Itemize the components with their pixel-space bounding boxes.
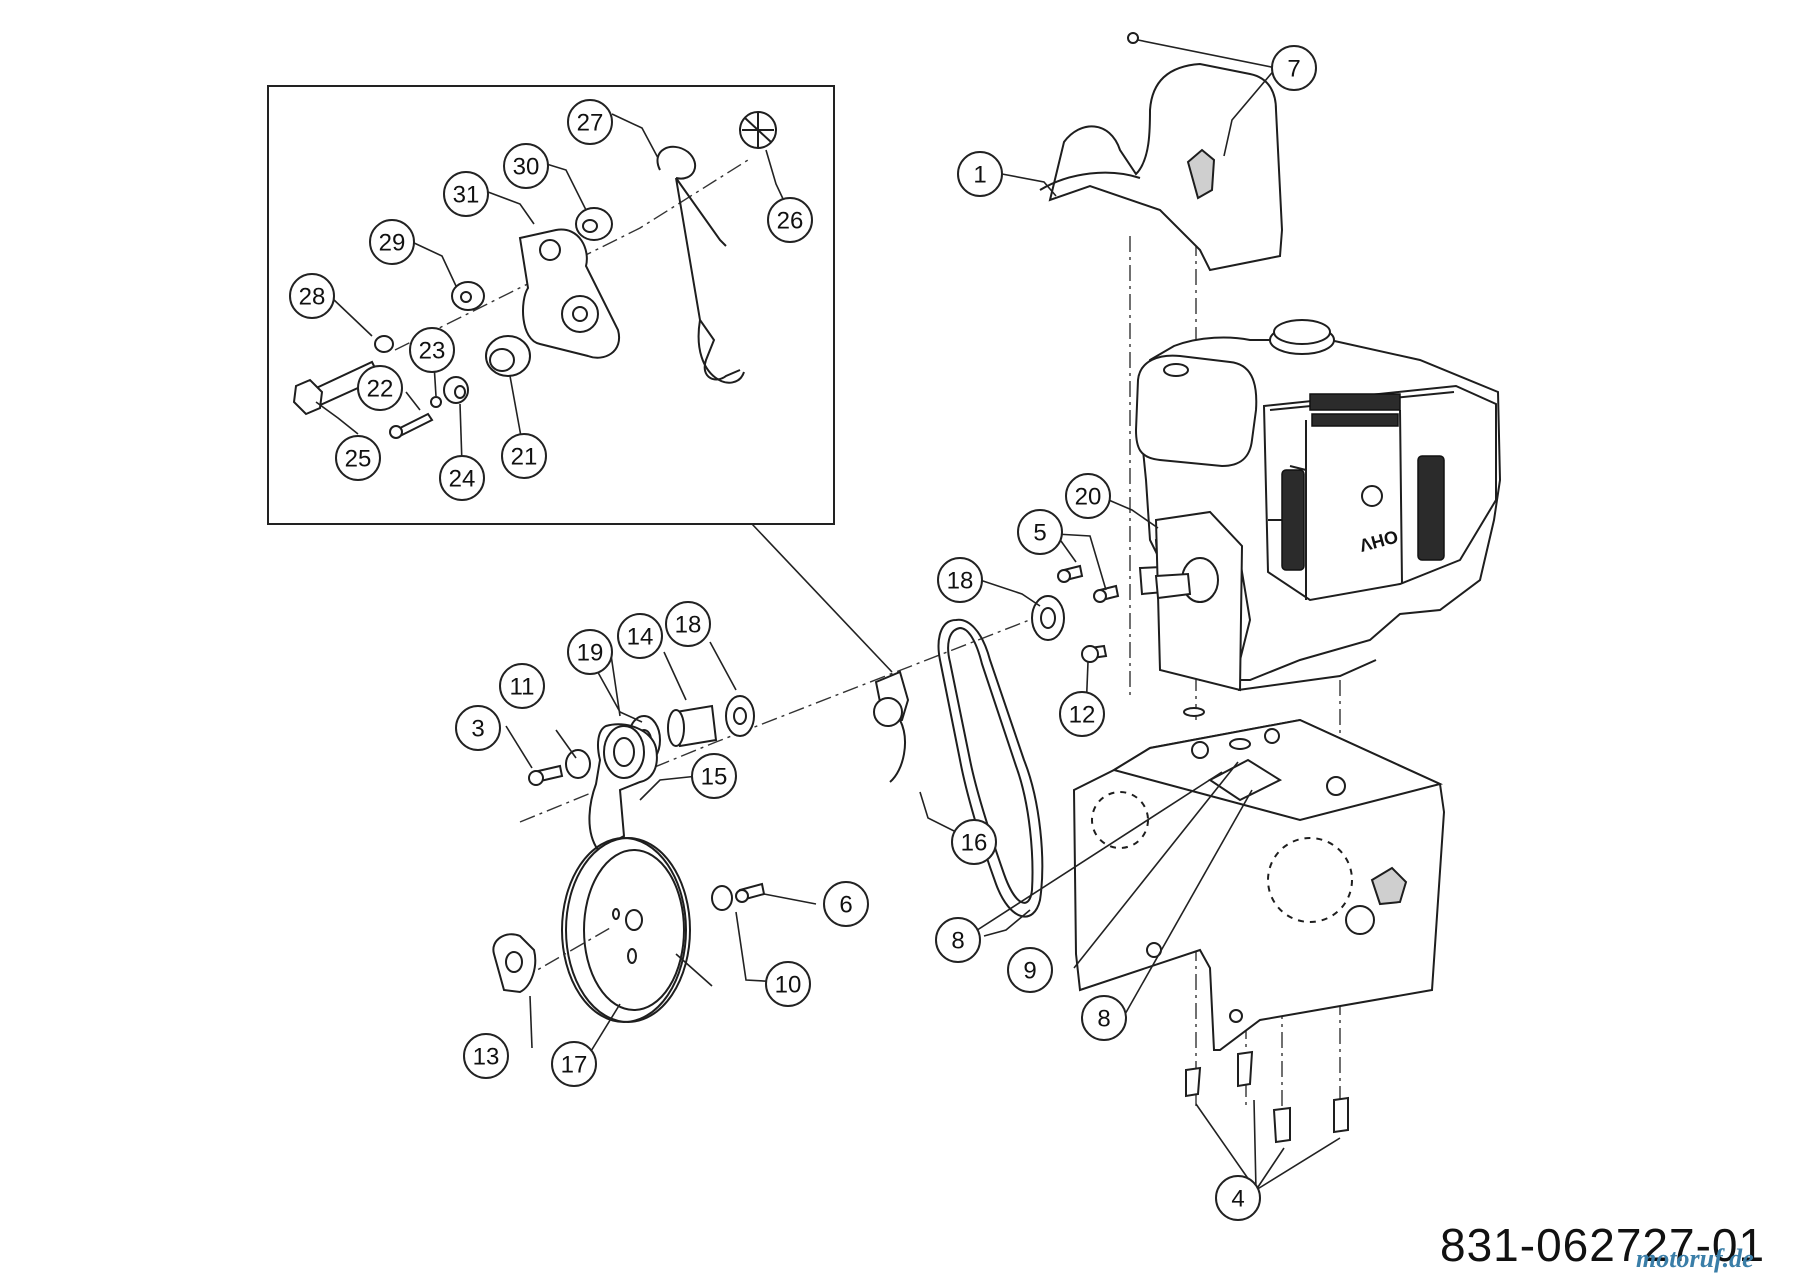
- callout-21: 21: [501, 433, 547, 479]
- callout-23: 23: [409, 327, 455, 373]
- svg-text:29: 29: [379, 230, 406, 257]
- svg-text:13: 13: [473, 1044, 500, 1071]
- svg-text:11: 11: [510, 674, 535, 701]
- callout-20: 20: [1065, 473, 1111, 519]
- svg-text:15: 15: [701, 764, 728, 791]
- callout-25: 25: [335, 435, 381, 481]
- svg-text:8: 8: [951, 928, 964, 955]
- svg-text:25: 25: [345, 446, 372, 473]
- callout-8-upper: 8: [935, 917, 981, 963]
- callout-4: 4: [1215, 1175, 1261, 1221]
- callouts: 27 30 31 29 28 26 23 22 21 24 25 7 1 20 …: [289, 45, 1317, 1221]
- watermark-logo: motoruf.de: [1636, 1244, 1754, 1273]
- callout-26: 26: [767, 197, 813, 243]
- leader-lines: [315, 39, 1341, 1191]
- callout-31: 31: [443, 171, 489, 217]
- svg-text:26: 26: [777, 208, 804, 235]
- callout-1: 1: [957, 151, 1003, 197]
- callout-5: 5: [1017, 509, 1063, 555]
- inset-parts: [292, 111, 777, 439]
- svg-text:1: 1: [973, 162, 986, 189]
- callout-30: 30: [503, 143, 549, 189]
- callout-15: 15: [691, 753, 737, 799]
- callout-14: 14: [617, 613, 663, 659]
- callout-22: 22: [357, 365, 403, 411]
- detail-inset-box: [267, 85, 835, 525]
- svg-text:8: 8: [1097, 1006, 1110, 1033]
- callout-18-left: 18: [665, 601, 711, 647]
- svg-text:19: 19: [577, 640, 604, 667]
- callout-24: 24: [439, 455, 485, 501]
- callout-8-lower: 8: [1081, 995, 1127, 1041]
- svg-text:23: 23: [419, 338, 446, 365]
- callout-16: 16: [951, 819, 997, 865]
- svg-text:12: 12: [1069, 702, 1096, 729]
- callout-27: 27: [567, 99, 613, 145]
- svg-text:14: 14: [627, 624, 654, 651]
- svg-text:3: 3: [471, 716, 484, 743]
- callout-3: 3: [455, 705, 501, 751]
- svg-text:16: 16: [961, 830, 988, 857]
- svg-text:24: 24: [449, 466, 476, 493]
- svg-text:27: 27: [577, 110, 604, 137]
- svg-text:4: 4: [1231, 1186, 1244, 1213]
- svg-text:20: 20: [1075, 484, 1102, 511]
- callout-7: 7: [1271, 45, 1317, 91]
- callout-28: 28: [289, 273, 335, 319]
- callout-19: 19: [567, 629, 613, 675]
- svg-text:31: 31: [453, 182, 480, 209]
- callout-12: 12: [1059, 691, 1105, 737]
- svg-text:18: 18: [947, 568, 974, 595]
- svg-text:30: 30: [513, 154, 540, 181]
- svg-text:18: 18: [675, 612, 702, 639]
- svg-text:9: 9: [1023, 958, 1036, 985]
- svg-text:22: 22: [367, 376, 394, 403]
- svg-text:7: 7: [1287, 56, 1300, 83]
- callout-10: 10: [765, 961, 811, 1007]
- svg-text:17: 17: [561, 1052, 588, 1079]
- document-number: 831-062727-01: [1440, 1219, 1766, 1271]
- svg-text:28: 28: [299, 284, 326, 311]
- callout-18-engine: 18: [937, 557, 983, 603]
- svg-text:6: 6: [839, 892, 852, 919]
- callout-13: 13: [463, 1033, 509, 1079]
- callout-11: 11: [499, 663, 545, 709]
- main-parts: OHV: [492, 32, 1502, 1144]
- svg-text:10: 10: [775, 972, 802, 999]
- callout-6: 6: [823, 881, 869, 927]
- callout-17: 17: [551, 1041, 597, 1087]
- callout-29: 29: [369, 219, 415, 265]
- inset-leader-line: [751, 523, 893, 673]
- svg-text:21: 21: [511, 444, 538, 471]
- svg-text:5: 5: [1033, 520, 1046, 547]
- callout-9: 9: [1007, 947, 1053, 993]
